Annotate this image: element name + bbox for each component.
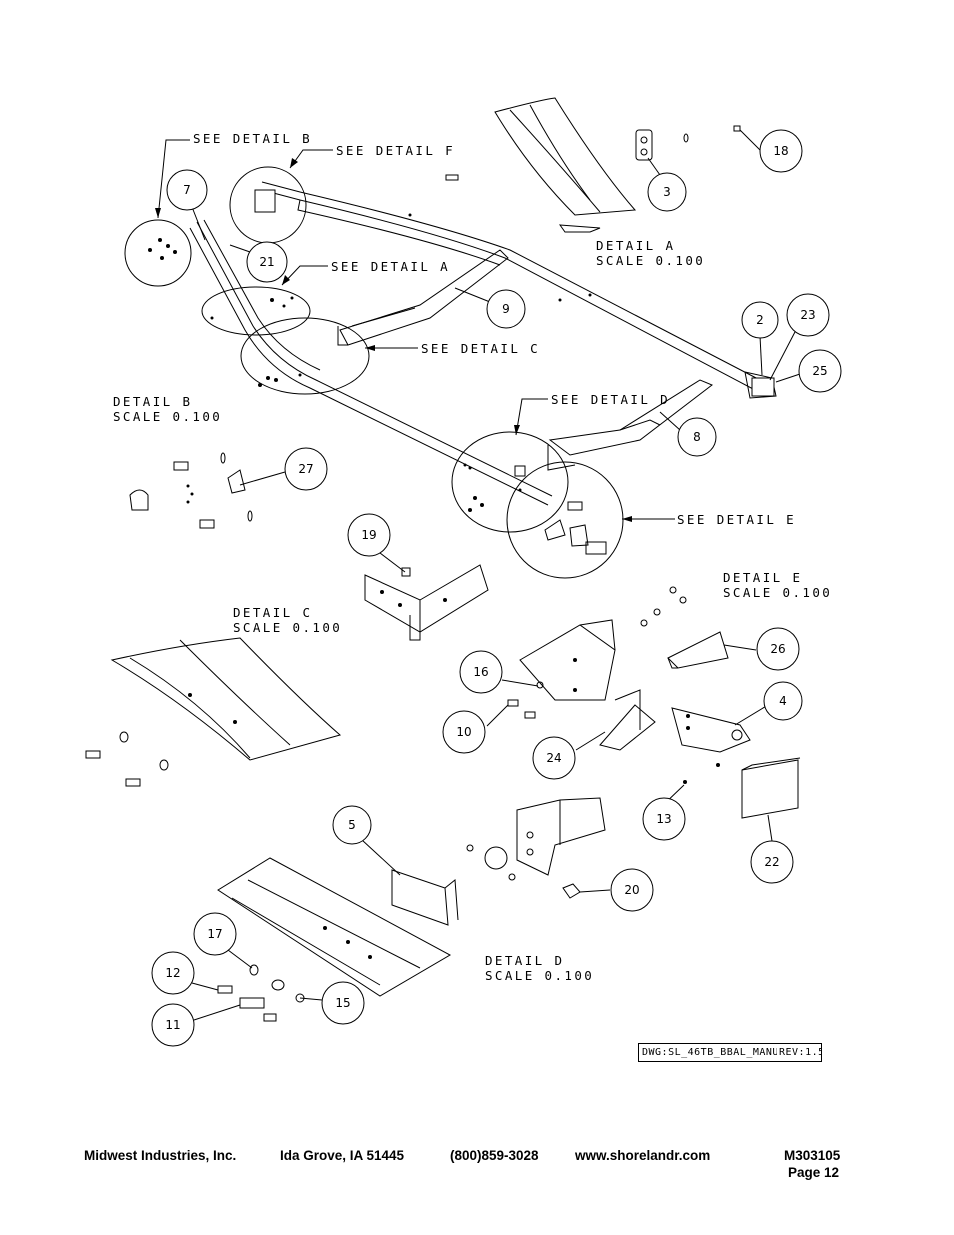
label-detail-c-scale: SCALE 0.100 xyxy=(233,620,342,635)
svg-text:20: 20 xyxy=(624,883,639,897)
rail-holes xyxy=(298,213,592,492)
callout-4: 4 xyxy=(763,681,803,721)
callout-10: 10 xyxy=(442,710,486,754)
drawing-number: DWG:SL_46TB_BBAL_MANUAL xyxy=(642,1047,792,1058)
label-detail-a: DETAIL A xyxy=(596,238,675,253)
svg-text:23: 23 xyxy=(800,308,815,322)
callout-15: 15 xyxy=(321,981,365,1025)
label-see-detail-a: SEE DETAIL A xyxy=(331,259,450,274)
label-detail-d-scale: SCALE 0.100 xyxy=(485,968,594,983)
detail-labels: SEE DETAIL B SEE DETAIL F SEE DETAIL A S… xyxy=(113,131,832,983)
callout-27: 27 xyxy=(284,447,328,491)
svg-text:26: 26 xyxy=(770,642,785,656)
svg-text:16: 16 xyxy=(473,665,488,679)
label-detail-c: DETAIL C xyxy=(233,605,312,620)
callout-8: 8 xyxy=(677,417,717,457)
callout-bubbles: 7 21 18 3 9 2 23 25 8 27 19 26 16 10 4 2… xyxy=(151,129,842,1047)
drawing-revision: REV:1.5 xyxy=(777,1044,821,1061)
footer-doc-number: M303105 xyxy=(784,1148,841,1163)
label-see-detail-c: SEE DETAIL C xyxy=(421,341,540,356)
callout-20: 20 xyxy=(610,868,654,912)
svg-text:15: 15 xyxy=(335,996,350,1010)
label-detail-e-scale: SCALE 0.100 xyxy=(723,585,832,600)
callout-12: 12 xyxy=(151,951,195,995)
label-see-detail-e: SEE DETAIL E xyxy=(677,512,796,527)
svg-text:21: 21 xyxy=(259,255,274,269)
footer-website: www.shorelandr.com xyxy=(575,1148,711,1163)
svg-text:25: 25 xyxy=(812,364,827,378)
detail-e-parts xyxy=(507,586,801,819)
svg-text:18: 18 xyxy=(773,144,788,158)
callout-17: 17 xyxy=(193,912,237,956)
footer-location: Ida Grove, IA 51445 xyxy=(280,1148,405,1163)
svg-text:27: 27 xyxy=(298,462,313,476)
label-detail-e: DETAIL E xyxy=(723,570,802,585)
footer-company: Midwest Industries, Inc. xyxy=(84,1148,237,1163)
label-detail-d: DETAIL D xyxy=(485,953,564,968)
label-see-detail-b: SEE DETAIL B xyxy=(193,131,312,146)
label-detail-b-scale: SCALE 0.100 xyxy=(113,409,222,424)
svg-text:4: 4 xyxy=(779,694,787,708)
callout-7: 7 xyxy=(166,169,208,211)
callout-23: 23 xyxy=(786,293,830,337)
callout-21: 21 xyxy=(246,241,288,283)
footer-phone: (800)859-3028 xyxy=(450,1148,539,1163)
detail-c-parts xyxy=(85,564,489,787)
callout-26: 26 xyxy=(756,627,800,671)
leader-lines xyxy=(155,129,801,1021)
label-detail-a-scale: SCALE 0.100 xyxy=(596,253,705,268)
detail-d-parts xyxy=(217,797,606,1022)
svg-text:13: 13 xyxy=(656,812,671,826)
label-detail-b: DETAIL B xyxy=(113,394,192,409)
callout-19: 19 xyxy=(347,513,391,557)
callout-18: 18 xyxy=(759,129,803,173)
svg-text:5: 5 xyxy=(348,818,356,832)
callout-5: 5 xyxy=(332,805,372,845)
detail-b-parts xyxy=(129,452,253,529)
callout-22: 22 xyxy=(750,840,794,884)
callout-9: 9 xyxy=(486,289,526,329)
callout-13: 13 xyxy=(642,797,686,841)
svg-text:7: 7 xyxy=(183,183,191,197)
callout-11: 11 xyxy=(151,1003,195,1047)
label-see-detail-d: SEE DETAIL D xyxy=(551,392,670,407)
svg-text:19: 19 xyxy=(361,528,376,542)
drawing-title-block: DWG:SL_46TB_BBAL_MANUAL REV:1.5 xyxy=(638,1043,822,1062)
svg-text:8: 8 xyxy=(693,430,701,444)
callout-16: 16 xyxy=(459,650,503,694)
label-see-detail-f: SEE DETAIL F xyxy=(336,143,455,158)
svg-text:11: 11 xyxy=(165,1018,180,1032)
callout-25: 25 xyxy=(798,349,842,393)
svg-text:17: 17 xyxy=(207,927,222,941)
callout-3: 3 xyxy=(647,172,687,212)
svg-text:24: 24 xyxy=(546,751,561,765)
svg-text:12: 12 xyxy=(165,966,180,980)
callout-2: 2 xyxy=(741,301,779,339)
footer-page-number: Page 12 xyxy=(788,1165,840,1180)
svg-text:9: 9 xyxy=(502,302,510,316)
svg-text:3: 3 xyxy=(663,185,671,199)
svg-text:22: 22 xyxy=(764,855,779,869)
detail-a-parts xyxy=(445,97,741,233)
svg-text:2: 2 xyxy=(756,313,764,327)
svg-text:10: 10 xyxy=(456,725,471,739)
trailer-frame xyxy=(189,181,777,506)
callout-24: 24 xyxy=(532,736,576,780)
